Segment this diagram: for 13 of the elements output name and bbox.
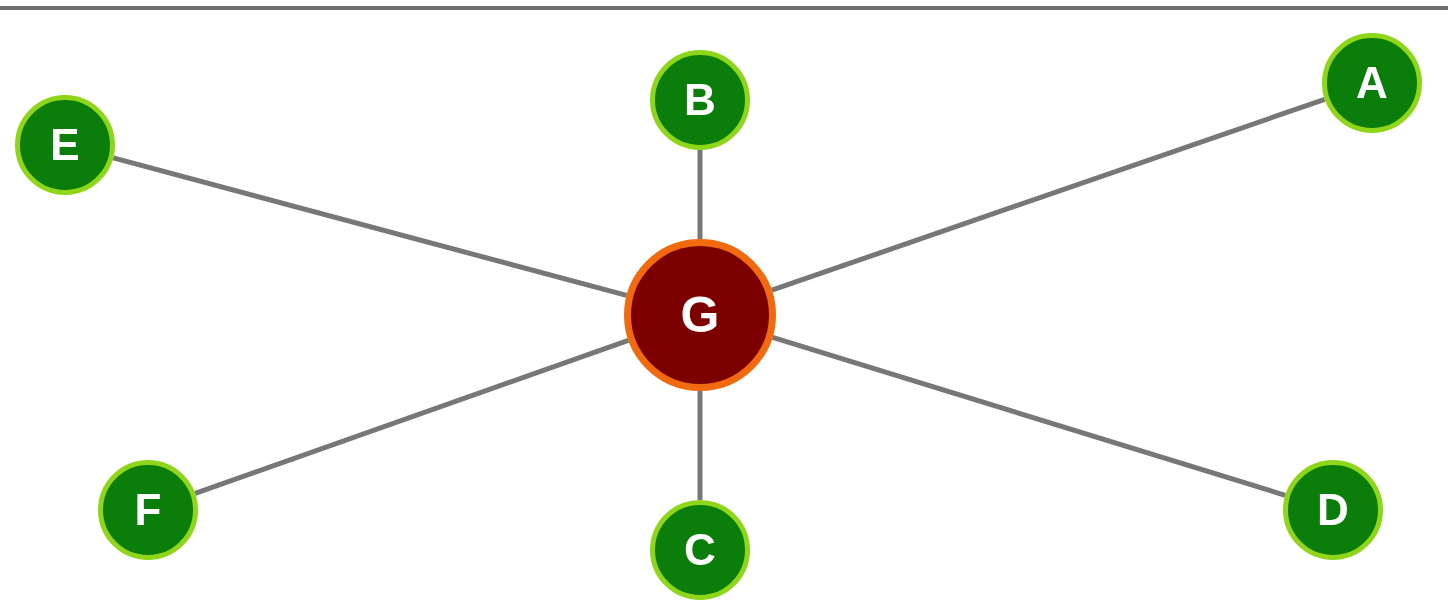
connector-line xyxy=(112,155,628,298)
connector-line xyxy=(697,391,703,500)
connector-line xyxy=(697,150,703,239)
circle-node: E xyxy=(15,95,115,195)
circle-node: B xyxy=(650,50,750,150)
circle-node: C xyxy=(650,500,750,600)
connector-line xyxy=(194,337,630,496)
circle-node: G xyxy=(624,239,776,391)
circle-node: D xyxy=(1283,460,1383,560)
circle-node: F xyxy=(98,460,198,560)
connector-line xyxy=(771,96,1326,293)
circle-node: A xyxy=(1322,33,1422,133)
connector-line xyxy=(771,335,1286,498)
